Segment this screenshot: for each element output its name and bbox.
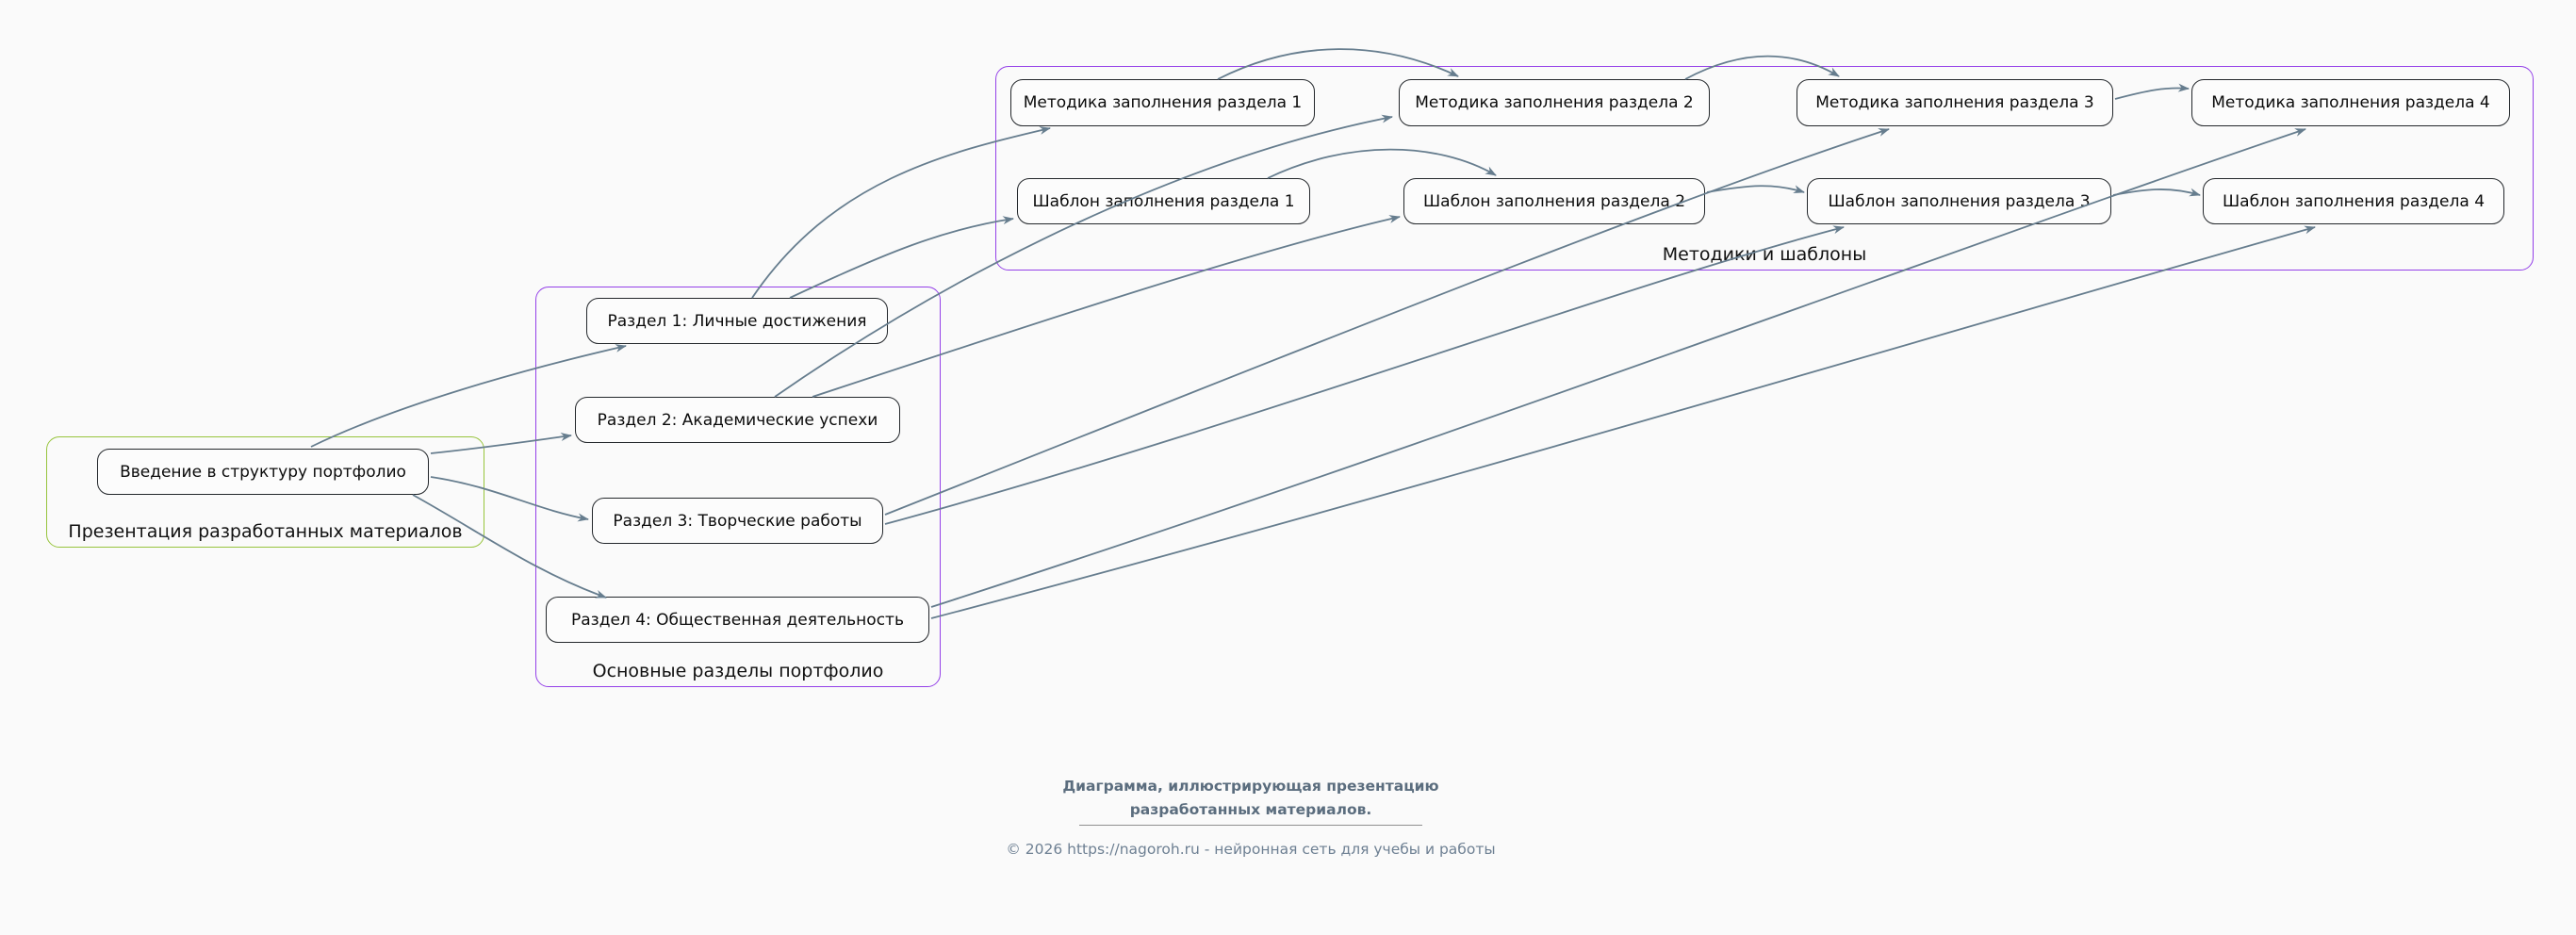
node-r1: Раздел 1: Личные достижения [586,298,888,344]
node-r4: Раздел 4: Общественная деятельность [546,597,929,643]
node-m1: Методика заполнения раздела 1 [1010,79,1315,126]
caption-copyright: © 2026 https://nagoroh.ru - нейронная се… [1006,841,1496,858]
node-r3: Раздел 3: Творческие работы [592,498,883,544]
caption-title-line-1: Диаграмма, иллюстрирующая презентацию [1062,778,1439,795]
node-s2: Шаблон заполнения раздела 2 [1403,178,1705,224]
node-s4: Шаблон заполнения раздела 4 [2203,178,2504,224]
cluster-label-sections: Основные разделы портфолио [592,661,884,681]
edge-r4-s4 [930,225,2316,619]
node-s3: Шаблон заполнения раздела 3 [1807,178,2111,224]
diagram-caption: Диаграмма, иллюстрирующая презентацию ра… [968,775,1534,858]
cluster-label-methods: Методики и шаблоны [1662,244,1867,265]
node-r2: Раздел 2: Академические успехи [575,397,900,443]
caption-separator [1079,825,1422,826]
node-m3: Методика заполнения раздела 3 [1797,79,2113,126]
caption-title-line-2: разработанных материалов. [1129,801,1372,818]
node-intro: Введение в структуру портфолио [97,449,429,495]
edge-r3-s3 [884,225,1845,525]
node-m4: Методика заполнения раздела 4 [2191,79,2510,126]
cluster-label-presentation: Презентация разработанных материалов [68,521,463,542]
node-s1: Шаблон заполнения раздела 1 [1017,178,1310,224]
node-m2: Методика заполнения раздела 2 [1399,79,1710,126]
